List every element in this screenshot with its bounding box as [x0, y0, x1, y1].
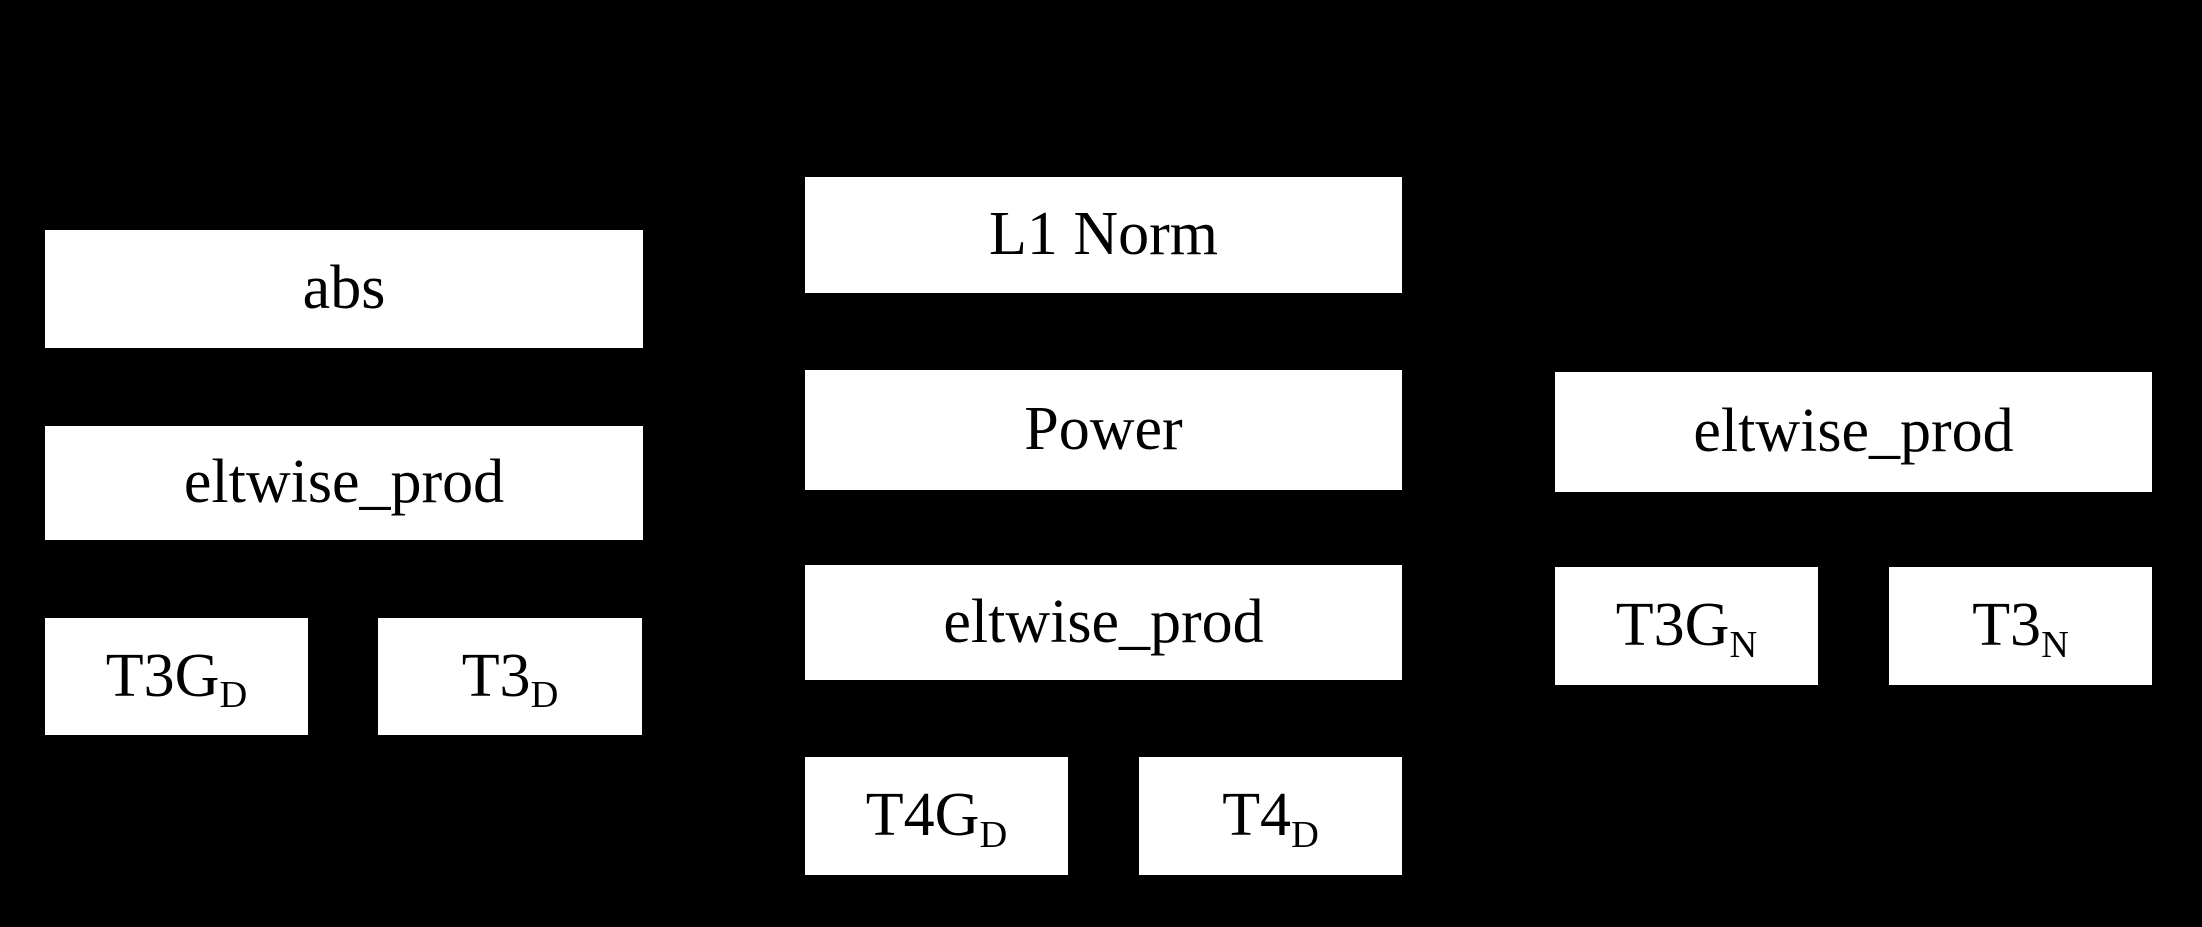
- node-power[interactable]: Power: [805, 370, 1402, 490]
- node-t3g-d-subscript: D: [219, 674, 248, 717]
- node-t4g-d-subscript: D: [979, 813, 1008, 856]
- node-t3g-n-subscript: N: [1729, 623, 1758, 666]
- node-eltwise-prod-middle-label: eltwise_prod: [943, 587, 1264, 656]
- node-t4g-d-base: T4G: [865, 781, 980, 850]
- node-eltwise-prod-right-label: eltwise_prod: [1693, 397, 2014, 466]
- node-eltwise-prod-middle[interactable]: eltwise_prod: [805, 565, 1402, 680]
- node-abs-label: abs: [302, 254, 386, 323]
- node-t3-n-base: T3: [1972, 591, 2042, 660]
- node-t3-d-label: T3D: [461, 641, 559, 714]
- node-eltwise-prod-left-label: eltwise_prod: [183, 448, 505, 517]
- node-t3g-d-base: T3G: [105, 641, 220, 710]
- node-eltwise-prod-left[interactable]: eltwise_prod: [45, 426, 643, 540]
- node-t3-d-subscript: D: [530, 674, 559, 717]
- node-t3g-n-base: T3G: [1615, 591, 1730, 660]
- node-t4-d[interactable]: T4D: [1139, 757, 1402, 875]
- node-t3g-d[interactable]: T3GD: [45, 618, 308, 735]
- node-l1-norm-label: L1 Norm: [988, 200, 1219, 269]
- node-t3-n-label: T3N: [1972, 591, 2069, 664]
- node-t4g-d[interactable]: T4GD: [805, 757, 1068, 875]
- node-power-label: Power: [1024, 395, 1183, 464]
- node-t4g-d-label: T4GD: [865, 781, 1007, 854]
- node-abs[interactable]: abs: [45, 230, 643, 348]
- node-t4-d-subscript: D: [1291, 813, 1319, 856]
- node-t4-d-label: T4D: [1222, 781, 1319, 854]
- node-t4-d-base: T4: [1222, 781, 1292, 850]
- node-t3-n[interactable]: T3N: [1889, 567, 2152, 685]
- node-t3g-n-label: T3GN: [1615, 591, 1757, 664]
- node-t3g-d-label: T3GD: [105, 641, 247, 714]
- node-t3-d-base: T3: [461, 641, 531, 710]
- node-t3-d[interactable]: T3D: [378, 618, 642, 735]
- node-l1-norm[interactable]: L1 Norm: [805, 177, 1402, 293]
- node-t3g-n[interactable]: T3GN: [1555, 567, 1818, 685]
- node-t3-n-subscript: N: [2041, 623, 2069, 666]
- node-eltwise-prod-right[interactable]: eltwise_prod: [1555, 372, 2152, 492]
